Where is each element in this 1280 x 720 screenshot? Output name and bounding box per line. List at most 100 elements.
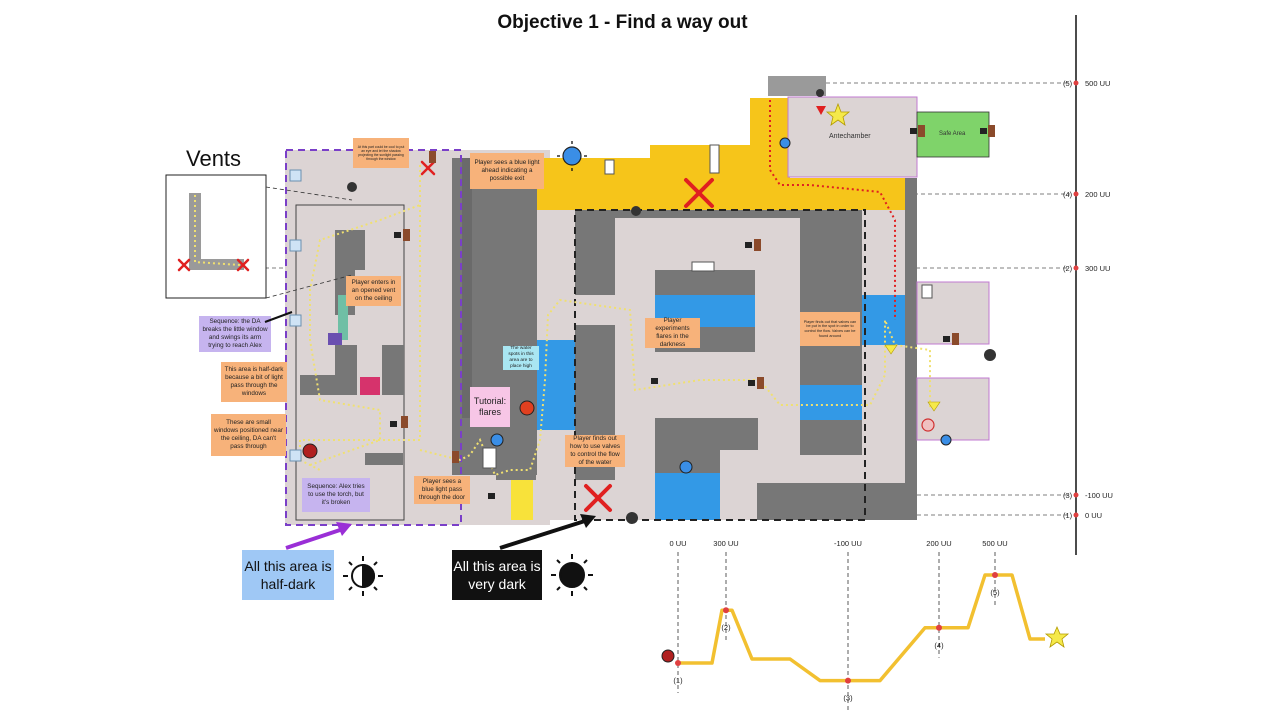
profile-point-2: [723, 607, 729, 614]
enemy-icon: [816, 89, 824, 97]
profile-value-label-3: -100 UU: [834, 539, 862, 548]
note-small-windows: These are small windows positioned near …: [211, 414, 286, 456]
door-icon: [918, 125, 925, 137]
red-x-icon: [684, 178, 714, 208]
red-arrow-icon: [816, 106, 826, 115]
door-icon: [401, 416, 408, 428]
scale-id-3: (3): [1063, 491, 1073, 500]
note-valves: Player finds out how to use valves to co…: [565, 435, 625, 467]
note-vent-ceiling: Player enters in an opened vent on the c…: [346, 276, 401, 306]
door-icon: [754, 239, 761, 251]
door-icon: [988, 125, 995, 137]
wall-block-3: [382, 345, 404, 395]
profile-value-label-5: 500 UU: [982, 539, 1007, 548]
window-icons: [289, 169, 302, 462]
player-icon: [302, 443, 318, 459]
arrow-icon: [927, 401, 941, 412]
half-dark-area-label: All this area is half-dark: [242, 550, 334, 600]
enemy-icon: [631, 206, 641, 216]
enemy-icon: [984, 349, 996, 361]
note-water-spots: The water spots in this area are to plac…: [503, 346, 539, 370]
wall-block-2: [335, 345, 357, 395]
window-icon: [289, 239, 302, 252]
red-x-icon: [236, 258, 250, 272]
note-blue-light-door: Player sees a blue light pass through th…: [414, 476, 470, 504]
scale-id-5: (5): [1063, 79, 1073, 88]
vents-label: Vents: [186, 146, 242, 171]
note-tutorial-flares: Tutorial: flares: [470, 387, 510, 427]
window-icon: [289, 449, 302, 462]
profile-value-label-2: 300 UU: [713, 539, 738, 548]
lock-icon: [651, 378, 658, 384]
sun-icon: [557, 141, 587, 171]
lock-icons: [390, 128, 987, 499]
scale-id-4: (4): [1063, 190, 1073, 199]
central-wall-3: [655, 270, 755, 295]
door-icons: [401, 125, 995, 463]
sign-icon: [709, 144, 720, 174]
blue-light-icon: [940, 434, 952, 446]
window-icon: [289, 169, 302, 182]
scale-id-2: (2): [1063, 264, 1073, 273]
profile-marker-label-3: (3): [843, 694, 853, 703]
page-title: Objective 1 - Find a way out: [497, 12, 748, 33]
sign-icon: [604, 159, 615, 175]
lock-icon: [943, 336, 950, 342]
yellow-bottom-strip: [511, 480, 533, 520]
lock-icon: [980, 128, 987, 134]
antechamber-room: [787, 96, 918, 178]
right-outer-wall: [905, 178, 917, 520]
lock-icon: [390, 421, 397, 427]
dark-sun-icon: [551, 554, 593, 596]
player-icon: [661, 649, 675, 663]
door-icon: [452, 451, 459, 463]
wall-block-4: [365, 453, 403, 465]
lock-icon: [745, 242, 752, 248]
door-icon: [952, 333, 959, 345]
red-x-icon: [584, 484, 612, 512]
note-sequence-torch: Sequence: Alex tries to use the torch, b…: [302, 478, 370, 512]
safe-area-label: Safe Area: [939, 131, 966, 137]
profile-point-4: [936, 624, 942, 631]
vent-horizontal: [189, 259, 244, 270]
scale-label-2: 300 UU: [1085, 264, 1111, 273]
enemy-icon: [626, 512, 638, 524]
red-x-icons: [177, 160, 714, 512]
note-blue-light-exit: Player sees a blue light ahead indicatin…: [470, 153, 544, 189]
black-arrow-line: [499, 518, 589, 550]
camera-icon: [328, 333, 342, 345]
very-dark-border: [574, 209, 866, 521]
profile-point-3: [845, 677, 851, 684]
star-icon: [825, 102, 851, 126]
sign-icon: [691, 261, 715, 272]
purple-arrow-line: [285, 526, 347, 550]
safe-area-room: [916, 111, 990, 158]
scale-label-5: 500 UU: [1085, 79, 1111, 88]
pink-door: [360, 377, 380, 395]
central-wall-8: [800, 420, 862, 455]
blue-light-icon: [490, 433, 504, 447]
note-right-tiny: Player finds out that valves can be put …: [800, 312, 860, 346]
central-wall-9: [757, 483, 907, 520]
profile-marker-label-2: (2): [721, 623, 731, 632]
blue-light-icon: [679, 460, 693, 474]
water-channel-3: [800, 385, 862, 420]
very-dark-area-label: All this area is very dark: [452, 550, 542, 600]
central-wall-1: [575, 210, 615, 295]
red-light-icon: [519, 400, 535, 416]
profile-point-5: [992, 572, 998, 578]
red-x-icon: [177, 258, 191, 272]
scale-label-3: -100 UU: [1085, 491, 1113, 500]
central-wall-6: [720, 418, 758, 450]
sign-icon: [482, 447, 497, 469]
enemy-icon: [347, 182, 357, 192]
scale-id-1: (1): [1063, 511, 1073, 520]
lock-icon: [748, 380, 755, 386]
note-half-dark: This area is half-dark because a bit of …: [221, 362, 287, 402]
window-icon: [289, 314, 302, 327]
profile-marker-label-5: (5): [990, 588, 1000, 597]
vent-path: [194, 195, 241, 266]
